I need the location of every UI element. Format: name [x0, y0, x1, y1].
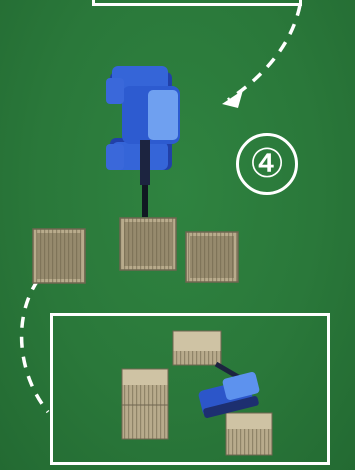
crate-left — [32, 228, 86, 284]
path-arrow-left — [19, 279, 50, 414]
crate-center — [119, 217, 177, 271]
inset-crate-stack-upper — [121, 368, 169, 406]
top-frame — [92, 0, 302, 6]
step-number-badge: ④ — [236, 133, 298, 195]
crate-right — [185, 231, 239, 283]
path-arrow-top — [227, 4, 302, 102]
inset-crate-stack-lower — [121, 404, 169, 440]
robot-main — [106, 66, 180, 217]
inset-frame — [50, 313, 330, 465]
inset-crate-top — [172, 330, 222, 366]
path-arrowhead — [222, 90, 243, 108]
inset-crate-bottom-right — [225, 412, 273, 456]
inset-robot — [198, 361, 260, 418]
